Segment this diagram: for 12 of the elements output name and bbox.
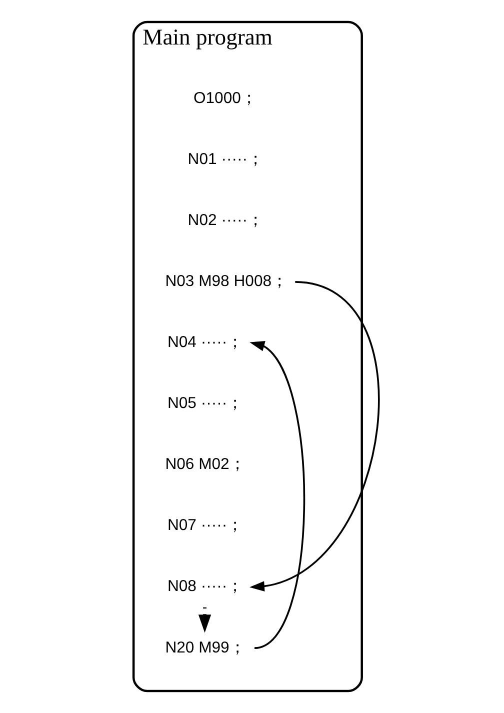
node-text: N03 M98 H008； bbox=[165, 273, 288, 290]
node-text: N04 ·····； bbox=[167, 334, 244, 352]
arrow bbox=[250, 341, 305, 649]
arrow bbox=[249, 281, 380, 592]
node-text: O1000； bbox=[193, 90, 257, 108]
node-text: N06 M02； bbox=[165, 456, 246, 474]
node-text: N08 ·····； bbox=[167, 578, 244, 596]
node-text: N02 ·····； bbox=[188, 212, 264, 230]
node-text: N07 ·····； bbox=[167, 517, 244, 534]
node-text: N20 M99； bbox=[165, 639, 246, 656]
node-text: N05 ·····； bbox=[167, 395, 244, 412]
node-text: N01 ·····； bbox=[188, 151, 264, 168]
